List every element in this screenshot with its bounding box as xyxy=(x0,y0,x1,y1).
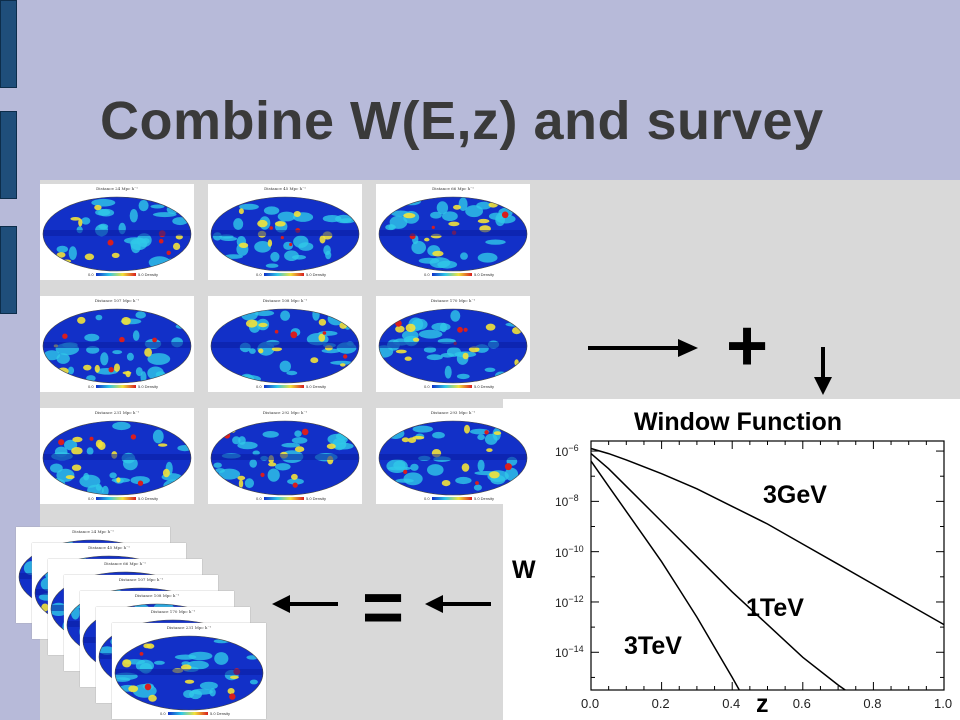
sky-map-tile: Distance 108 Mpc h⁻¹ 0.0 5.0 Density xyxy=(208,296,362,392)
side-tab-2 xyxy=(0,111,17,199)
color-scale-bar xyxy=(432,273,472,276)
map-distance-label: Distance 231 Mpc h⁻¹ xyxy=(166,625,212,630)
y-axis-label: W xyxy=(512,556,536,584)
chart-title: Window Function xyxy=(634,408,843,436)
sky-map-tile: Distance 107 Mpc h⁻¹ 0.0 5.0 Density xyxy=(40,296,194,392)
map-distance-label: Distance 231 Mpc h⁻¹ xyxy=(94,410,140,415)
color-scale-max: 5.0 Density xyxy=(138,496,159,501)
color-scale-bar xyxy=(264,273,304,276)
x-tick-label: 0.2 xyxy=(651,696,670,711)
color-scale-bar xyxy=(432,385,472,388)
map-distance-label: Distance 45 Mpc h⁻¹ xyxy=(264,186,306,191)
x-tick-label: 1.0 xyxy=(934,696,953,711)
color-scale-min: 0.0 xyxy=(424,496,430,501)
series-line-3tev xyxy=(590,460,740,691)
color-scale-min: 0.0 xyxy=(424,272,430,277)
map-distance-label: Distance 24 Mpc h⁻¹ xyxy=(96,186,138,191)
map-distance-label: Distance 170 Mpc h⁻¹ xyxy=(150,609,196,614)
color-scale-min: 0.0 xyxy=(88,384,94,389)
color-scale-max: 5.0 Density xyxy=(138,272,159,277)
color-scale-max: 5.0 Density xyxy=(306,384,327,389)
series-label-1tev: 1TeV xyxy=(746,594,804,622)
color-scale-bar xyxy=(96,385,136,388)
sky-map-image xyxy=(114,635,264,711)
map-distance-label: Distance 45 Mpc h⁻¹ xyxy=(88,545,130,550)
series-line-1tev xyxy=(590,453,846,691)
color-scale-min: 0.0 xyxy=(424,384,430,389)
map-distance-label: Distance 107 Mpc h⁻¹ xyxy=(118,577,164,582)
plus-operator: + xyxy=(726,306,769,386)
slide-title: Combine W(E,z) and survey xyxy=(100,91,824,151)
color-scale-min: 0.0 xyxy=(88,496,94,501)
map-distance-label: Distance 293 Mpc h⁻¹ xyxy=(430,410,476,415)
x-tick-label: 0.6 xyxy=(792,696,811,711)
y-tick-label: 10−12 xyxy=(555,593,584,610)
x-tick-label: 0.4 xyxy=(722,696,741,711)
color-scale-min: 0.0 xyxy=(160,711,166,716)
color-scale-max: 5.0 Density xyxy=(474,272,495,277)
color-scale-min: 0.0 xyxy=(256,272,262,277)
map-distance-label: Distance 108 Mpc h⁻¹ xyxy=(262,298,308,303)
map-distance-label: Distance 292 Mpc h⁻¹ xyxy=(262,410,308,415)
y-tick-label: 10−8 xyxy=(555,493,579,510)
x-tick-label: 0.8 xyxy=(863,696,882,711)
sky-map-image xyxy=(210,196,360,272)
color-scale-min: 0.0 xyxy=(256,384,262,389)
sky-map-image xyxy=(378,420,528,496)
color-scale-bar xyxy=(264,385,304,388)
color-scale-max: 5.0 Density xyxy=(306,496,327,501)
equals-operator: = xyxy=(362,568,405,648)
map-distance-label: Distance 170 Mpc h⁻¹ xyxy=(430,298,476,303)
sky-map-tile: Distance 293 Mpc h⁻¹ 0.0 5.0 Density xyxy=(376,408,530,504)
map-distance-label: Distance 66 Mpc h⁻¹ xyxy=(432,186,474,191)
sky-map-tile: Distance 170 Mpc h⁻¹ 0.0 5.0 Density xyxy=(376,296,530,392)
map-distance-label: Distance 107 Mpc h⁻¹ xyxy=(94,298,140,303)
y-tick-label: 10−6 xyxy=(555,443,579,460)
series-line-3gev xyxy=(590,447,945,626)
y-tick-label: 10−10 xyxy=(555,543,584,560)
side-tab-1 xyxy=(0,0,17,88)
sky-map-image xyxy=(378,196,528,272)
sky-map-tile: Distance 292 Mpc h⁻¹ 0.0 5.0 Density xyxy=(208,408,362,504)
sky-map-image xyxy=(42,420,192,496)
color-scale-bar xyxy=(264,497,304,500)
series-label-3tev: 3TeV xyxy=(624,632,682,660)
y-tick-label: 10−14 xyxy=(555,644,584,661)
sky-map-tile: Distance 66 Mpc h⁻¹ 0.0 5.0 Density xyxy=(376,184,530,280)
stacked-map-tile: Distance 231 Mpc h⁻¹ 0.0 5.0 Density xyxy=(112,623,266,719)
sky-map-image xyxy=(42,196,192,272)
sky-map-image xyxy=(210,308,360,384)
sky-map-image xyxy=(210,420,360,496)
arrow-down-icon xyxy=(814,347,832,395)
side-tab-3 xyxy=(0,226,17,314)
map-distance-label: Distance 66 Mpc h⁻¹ xyxy=(104,561,146,566)
chart-panel xyxy=(503,399,960,720)
color-scale-bar xyxy=(168,712,208,715)
map-distance-label: Distance 24 Mpc h⁻¹ xyxy=(72,529,114,534)
color-scale-bar xyxy=(96,497,136,500)
map-distance-label: Distance 108 Mpc h⁻¹ xyxy=(134,593,180,598)
color-scale-max: 5.0 Density xyxy=(138,384,159,389)
x-axis-label: z xyxy=(756,690,769,718)
sky-map-tile: Distance 231 Mpc h⁻¹ 0.0 5.0 Density xyxy=(40,408,194,504)
color-scale-max: 5.0 Density xyxy=(474,496,495,501)
color-scale-max: 5.0 Density xyxy=(210,711,231,716)
color-scale-bar xyxy=(96,273,136,276)
sky-map-tile: Distance 24 Mpc h⁻¹ 0.0 5.0 Density xyxy=(40,184,194,280)
color-scale-min: 0.0 xyxy=(88,272,94,277)
x-tick-label: 0.0 xyxy=(581,696,600,711)
sky-map-image xyxy=(42,308,192,384)
series-label-3gev: 3GeV xyxy=(763,481,827,509)
arrow-right-icon xyxy=(588,339,698,357)
color-scale-min: 0.0 xyxy=(256,496,262,501)
sky-map-image xyxy=(378,308,528,384)
arrow-left-icon xyxy=(272,595,338,613)
color-scale-bar xyxy=(432,497,472,500)
color-scale-max: 5.0 Density xyxy=(474,384,495,389)
color-scale-max: 5.0 Density xyxy=(306,272,327,277)
arrow-left-icon xyxy=(425,595,491,613)
sky-map-tile: Distance 45 Mpc h⁻¹ 0.0 5.0 Density xyxy=(208,184,362,280)
